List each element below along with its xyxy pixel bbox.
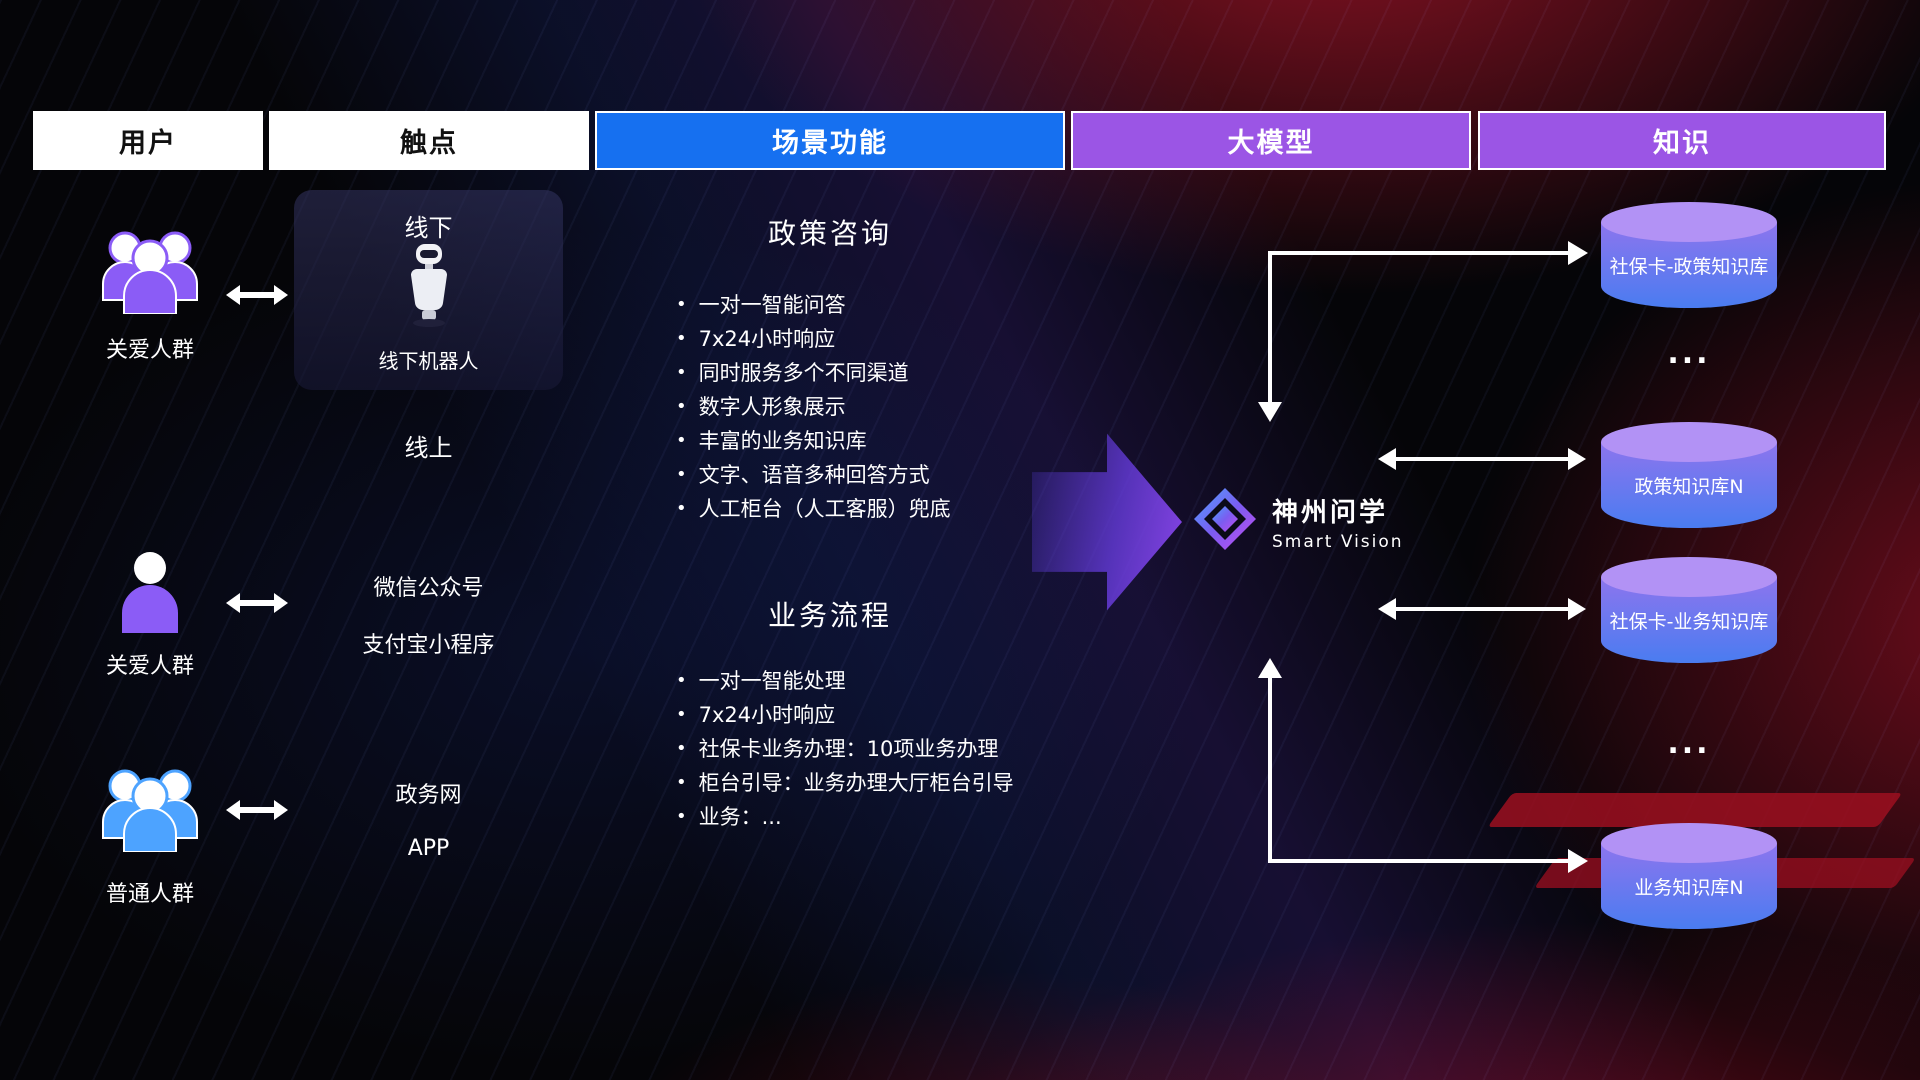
cylinder-cap bbox=[1601, 202, 1777, 242]
ellipsis-top: ... bbox=[1667, 336, 1711, 371]
bullet-item: 一对一智能问答 bbox=[676, 289, 951, 323]
channel-app: APP bbox=[407, 836, 450, 861]
scenario-business-title: 业务流程 bbox=[767, 599, 892, 632]
scenario-business-list: 一对一智能处理 7x24小时响应 社保卡业务办理：10项业务办理 柜台引导：业务… bbox=[676, 665, 1014, 835]
decor-red-chevron bbox=[1487, 793, 1903, 827]
bullet-item: 业务：... bbox=[676, 801, 1014, 835]
knowledge-db-label: 社保卡-政策知识库 bbox=[1609, 255, 1769, 278]
brand-diamond-icon bbox=[1194, 488, 1256, 550]
knowledge-db-label: 政策知识库N bbox=[1634, 475, 1744, 498]
bullet-item: 同时服务多个不同渠道 bbox=[676, 357, 951, 391]
ellipsis-bottom: ... bbox=[1667, 726, 1711, 761]
user-person-label: 关爱人群 bbox=[105, 654, 194, 679]
bullet-item: 文字、语音多种回答方式 bbox=[676, 459, 951, 493]
knowledge-db-business-sscard: 社保卡-业务知识库 bbox=[1601, 557, 1777, 663]
bullet-item: 人工柜台（人工客服）兜底 bbox=[676, 493, 951, 527]
knowledge-db-label: 业务知识库N bbox=[1634, 876, 1744, 899]
column-header-label: 大模型 bbox=[1227, 128, 1315, 159]
brand-subtitle: Smart Vision bbox=[1272, 532, 1404, 552]
double-arrow-icon bbox=[226, 593, 288, 613]
scenario-policy-list: 一对一智能问答 7x24小时响应 同时服务多个不同渠道 数字人形象展示 丰富的业… bbox=[676, 289, 951, 527]
column-header-label: 触点 bbox=[400, 128, 458, 159]
knowledge-db-policy-sscard: 社保卡-政策知识库 bbox=[1601, 202, 1777, 308]
column-header-users: 用户 bbox=[33, 111, 263, 170]
user-group-blue-label: 普通人群 bbox=[105, 882, 194, 907]
cylinder-cap bbox=[1601, 823, 1777, 863]
column-header-scenarios: 场景功能 bbox=[595, 111, 1065, 170]
bullet-item: 社保卡业务办理：10项业务办理 bbox=[676, 733, 1014, 767]
column-header-touchpoints: 触点 bbox=[269, 111, 589, 170]
offline-title: 线下 bbox=[404, 214, 453, 242]
user-person-icon bbox=[122, 552, 178, 633]
channel-wechat: 微信公众号 bbox=[373, 576, 484, 601]
bullet-item: 7x24小时响应 bbox=[676, 699, 1014, 733]
knowledge-db-business-n: 业务知识库N bbox=[1601, 823, 1777, 929]
double-arrow-icon bbox=[226, 800, 288, 820]
robot-icon bbox=[410, 244, 447, 327]
double-arrow-icon bbox=[226, 285, 288, 305]
offline-touchpoint-card: 线下 线下机器人 bbox=[294, 190, 563, 390]
offline-robot-label: 线下机器人 bbox=[378, 349, 479, 373]
brand-text-block: 神州问学 Smart Vision bbox=[1272, 492, 1404, 552]
user-group-blue-icon bbox=[102, 769, 198, 852]
channel-alipay: 支付宝小程序 bbox=[362, 633, 495, 658]
cylinder-cap bbox=[1601, 422, 1777, 462]
bullet-item: 一对一智能处理 bbox=[676, 665, 1014, 699]
knowledge-db-label: 社保卡-业务知识库 bbox=[1609, 610, 1769, 633]
user-group-icon bbox=[102, 231, 198, 314]
bullet-item: 数字人形象展示 bbox=[676, 391, 951, 425]
cylinder-cap bbox=[1601, 557, 1777, 597]
bullet-item: 丰富的业务知识库 bbox=[676, 425, 951, 459]
bullet-item: 柜台引导：业务办理大厅柜台引导 bbox=[676, 767, 1014, 801]
channel-gov-web: 政务网 bbox=[395, 783, 462, 808]
column-header-label: 知识 bbox=[1653, 128, 1711, 159]
brand-name: 神州问学 bbox=[1272, 498, 1389, 528]
scenario-policy-title: 政策咨询 bbox=[767, 217, 892, 250]
bullet-item: 7x24小时响应 bbox=[676, 323, 951, 357]
column-header-label: 用户 bbox=[119, 128, 177, 159]
column-header-knowledge: 知识 bbox=[1478, 111, 1886, 170]
user-group-label: 关爱人群 bbox=[105, 338, 194, 363]
column-header-llm: 大模型 bbox=[1071, 111, 1471, 170]
knowledge-db-policy-n: 政策知识库N bbox=[1601, 422, 1777, 528]
column-header-label: 场景功能 bbox=[772, 128, 888, 159]
online-title: 线上 bbox=[404, 434, 453, 462]
